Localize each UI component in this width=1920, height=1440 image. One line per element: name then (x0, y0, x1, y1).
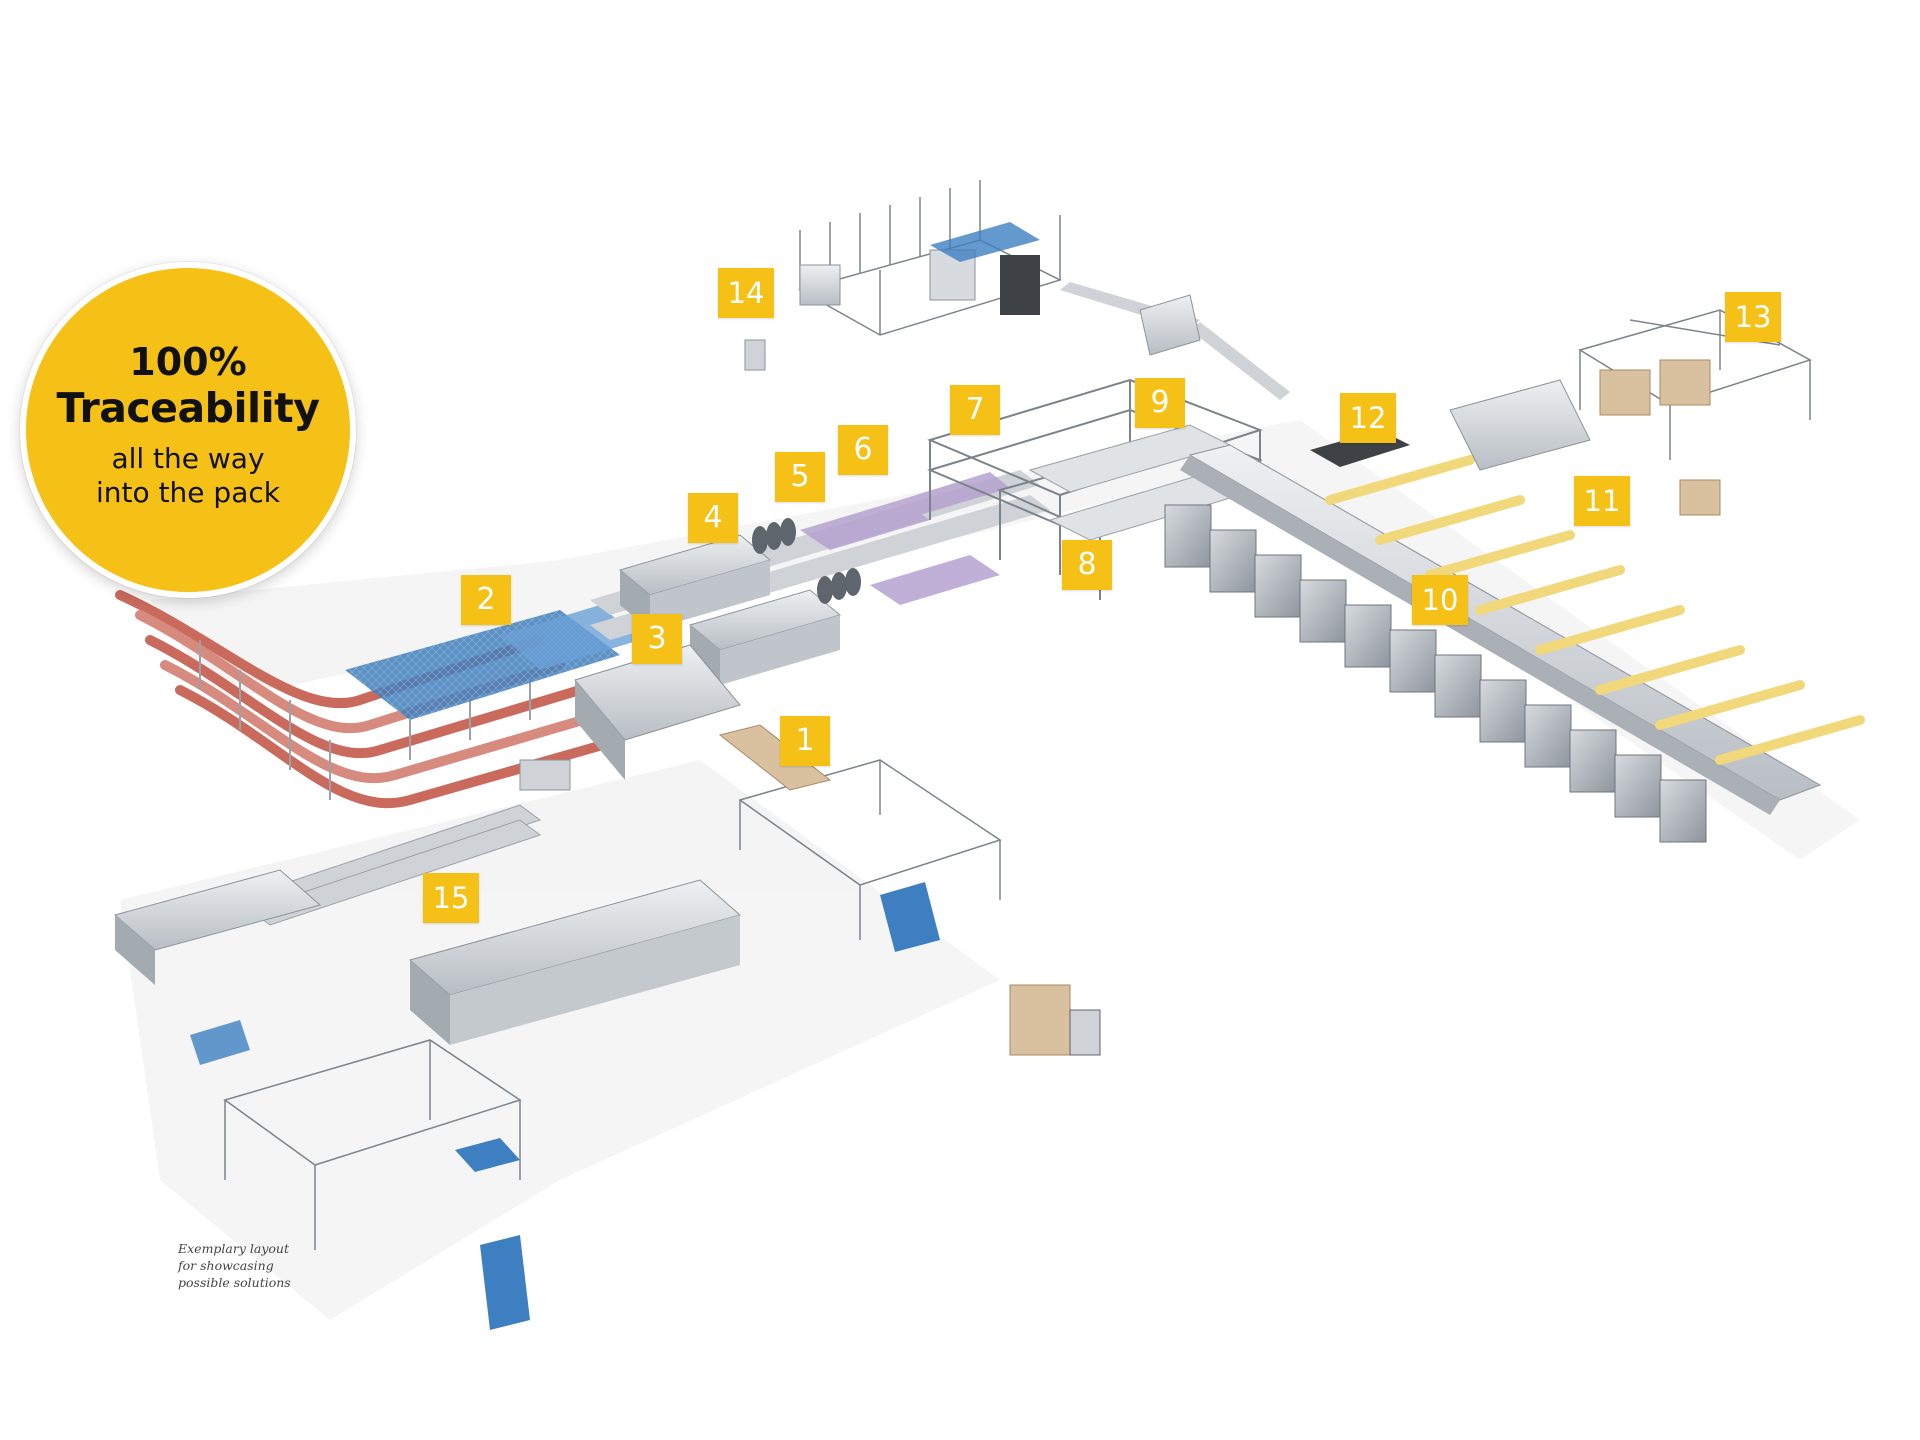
distribution-conveyor-10 (1180, 444, 1822, 815)
station-badge-8: 8 (1062, 540, 1112, 590)
blue-pallet-stack-1 (880, 882, 940, 952)
tunnel-units-3-4 (618, 534, 842, 685)
blue-crates-15 (190, 1020, 530, 1330)
conveyor-to-1 (718, 724, 832, 791)
robot-cell-14-equipment (744, 222, 1040, 371)
footnote-line1: Exemplary layout (178, 1241, 289, 1256)
station-badge-6: 6 (838, 425, 888, 475)
pallet-stacks-13 (1599, 359, 1721, 516)
traceability-callout: 100% Traceability all the way into the p… (20, 262, 356, 598)
station-badge-15: 15 (423, 873, 479, 923)
palletizing-cell-1 (738, 759, 1002, 940)
station-badge-11: 11 (1574, 476, 1630, 526)
callout-percentage: 100% (129, 340, 247, 384)
infeed-tray-conveyors (115, 590, 625, 809)
pallet-truck (1009, 984, 1101, 1056)
packing-machines-row (1164, 504, 1707, 843)
station-badge-3: 3 (632, 614, 682, 664)
station-badge-10: 10 (1412, 575, 1468, 625)
machine-cluster-3-15 (519, 644, 741, 791)
roller-stacks-4 (752, 518, 861, 604)
infeed-legs (199, 640, 531, 800)
upper-conveyor-to-14 (1060, 282, 1290, 400)
callout-subtitle-line2: into the pack (96, 476, 280, 509)
station-badge-2: 2 (461, 575, 511, 625)
footnote-line2: for showcasing (178, 1258, 274, 1273)
station-badge-14: 14 (718, 268, 774, 318)
station-badge-13: 13 (1725, 292, 1781, 342)
station-badge-9: 9 (1135, 378, 1185, 428)
callout-title: Traceability (56, 384, 320, 432)
callout-subtitle-line1: all the way (111, 442, 265, 475)
station-badge-12: 12 (1340, 393, 1396, 443)
station-badge-4: 4 (688, 493, 738, 543)
tray-washer-15 (113, 869, 322, 985)
station-badge-7: 7 (950, 385, 1000, 435)
transfer-conveyors-5-6 (800, 472, 1010, 605)
station-badge-5: 5 (775, 452, 825, 502)
footnote-line3: possible solutions (178, 1275, 291, 1290)
destacker-15 (223, 1039, 522, 1250)
dryer-tunnel-15 (408, 879, 742, 1045)
layout-footnote: Exemplary layout for showcasing possible… (178, 1240, 378, 1291)
station-badge-1: 1 (780, 716, 830, 766)
product-branch-conveyors-11 (1325, 455, 1865, 765)
